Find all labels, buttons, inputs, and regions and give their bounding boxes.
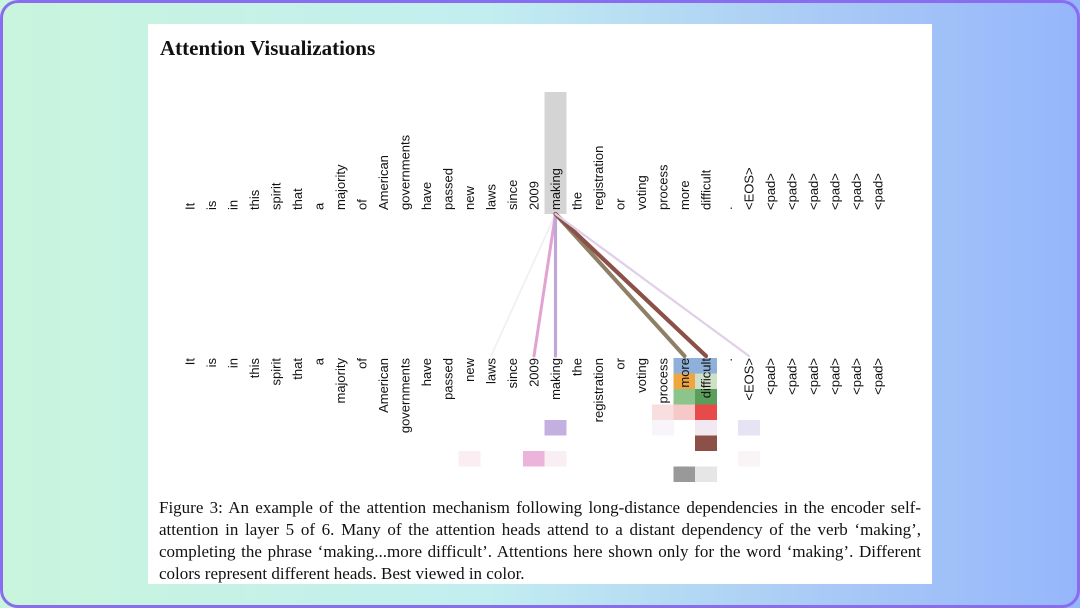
attention-weight-cell bbox=[673, 466, 696, 482]
token-label-top: American bbox=[376, 155, 391, 210]
token-label-bottom: of bbox=[355, 358, 370, 369]
token-label-bottom: process bbox=[656, 358, 671, 404]
attention-weight-cell bbox=[544, 420, 567, 436]
token-label-top: more bbox=[677, 180, 692, 210]
attention-weight-cell bbox=[673, 358, 696, 374]
attention-weight-cell bbox=[652, 420, 674, 436]
token-label-bottom: <pad> bbox=[763, 358, 778, 395]
token-label-top: governments bbox=[398, 134, 413, 210]
attention-weight-cell bbox=[458, 451, 481, 467]
token-label-top: laws bbox=[484, 183, 499, 210]
token-label-top: that bbox=[290, 188, 305, 210]
token-label-top: majority bbox=[333, 164, 348, 210]
token-label-top: difficult bbox=[699, 169, 714, 210]
figure-caption: Figure 3: An example of the attention me… bbox=[159, 498, 921, 583]
token-label-top: It bbox=[183, 202, 198, 210]
token-label-bottom: . bbox=[720, 358, 735, 362]
token-label-bottom: this bbox=[247, 358, 262, 379]
attention-weight-cell bbox=[695, 435, 717, 451]
token-label-bottom: <pad> bbox=[806, 358, 821, 395]
token-label-bottom: <pad> bbox=[828, 358, 843, 395]
token-label-bottom: laws bbox=[484, 358, 499, 385]
token-label-top: <pad> bbox=[763, 173, 778, 210]
token-label-top: . bbox=[720, 206, 735, 210]
attention-weight-cell bbox=[738, 420, 760, 436]
token-label-top: <EOS> bbox=[742, 167, 757, 210]
token-label-bottom: governments bbox=[398, 358, 413, 434]
token-label-top: in bbox=[226, 200, 241, 210]
highlight-bar bbox=[544, 92, 567, 214]
token-label-bottom: making bbox=[548, 358, 563, 400]
token-label-bottom: <pad> bbox=[849, 358, 864, 395]
attention-weight-cell bbox=[695, 373, 717, 389]
token-label-top: passed bbox=[441, 168, 456, 210]
token-label-top: or bbox=[613, 198, 628, 210]
attention-weight-cell bbox=[673, 373, 696, 389]
token-label-top: is bbox=[204, 200, 219, 210]
token-label-top: <pad> bbox=[785, 173, 800, 210]
token-label-bottom: majority bbox=[333, 358, 348, 404]
token-label-bottom: spirit bbox=[269, 358, 284, 386]
token-label-top: of bbox=[355, 199, 370, 210]
token-label-top: making bbox=[548, 168, 563, 210]
token-label-top: new bbox=[462, 186, 477, 210]
token-label-top: since bbox=[505, 180, 520, 210]
token-label-bottom: is bbox=[204, 358, 219, 368]
token-label-top: 2009 bbox=[527, 181, 542, 210]
attention-link bbox=[554, 212, 751, 358]
token-label-bottom: since bbox=[505, 358, 520, 388]
token-label-bottom: more bbox=[677, 358, 692, 388]
attention-weight-cell bbox=[544, 451, 567, 467]
token-label-bottom: registration bbox=[591, 358, 606, 422]
token-label-bottom: the bbox=[570, 358, 585, 376]
token-label-bottom: new bbox=[462, 357, 477, 381]
attention-weight-cell bbox=[673, 404, 696, 420]
attention-weight-cell bbox=[695, 466, 717, 482]
token-label-top: have bbox=[419, 182, 434, 210]
token-label-top: voting bbox=[634, 175, 649, 210]
attention-weight-cell bbox=[673, 389, 696, 405]
token-label-bottom: American bbox=[376, 358, 391, 413]
token-label-bottom: a bbox=[312, 357, 327, 365]
token-label-top: <pad> bbox=[849, 173, 864, 210]
token-label-top: registration bbox=[591, 146, 606, 210]
token-label-bottom: voting bbox=[634, 358, 649, 393]
token-label-top: a bbox=[312, 202, 327, 210]
attention-weight-cell bbox=[695, 404, 717, 420]
token-label-bottom: <pad> bbox=[871, 358, 886, 395]
attention-weight-cell bbox=[695, 358, 717, 374]
token-label-top: <pad> bbox=[828, 173, 843, 210]
attention-weight-cell bbox=[523, 451, 545, 467]
token-label-bottom: It bbox=[183, 358, 198, 366]
attention-link bbox=[553, 211, 709, 359]
token-label-top: <pad> bbox=[806, 173, 821, 210]
token-label-bottom: or bbox=[613, 357, 628, 369]
token-label-bottom: that bbox=[290, 358, 305, 380]
token-label-bottom: <EOS> bbox=[742, 358, 757, 401]
token-label-top: <pad> bbox=[871, 173, 886, 210]
attention-link bbox=[490, 213, 557, 357]
attention-diagram: ItItisisininthisthisspiritspiritthatthat… bbox=[183, 92, 886, 482]
token-label-bottom: passed bbox=[441, 358, 456, 400]
token-label-bottom: in bbox=[226, 358, 241, 368]
attention-link bbox=[553, 211, 687, 359]
token-label-top: spirit bbox=[269, 182, 284, 210]
token-label-top: this bbox=[247, 189, 262, 210]
attention-link bbox=[532, 212, 557, 358]
attention-weight-cell bbox=[695, 420, 717, 436]
figure-title: Attention Visualizations bbox=[160, 36, 376, 60]
token-label-top: process bbox=[656, 164, 671, 210]
token-label-top: the bbox=[570, 192, 585, 210]
attention-weight-cell bbox=[695, 389, 717, 405]
token-label-bottom: 2009 bbox=[527, 358, 542, 387]
attention-weight-cell bbox=[652, 404, 674, 420]
token-label-bottom: have bbox=[419, 358, 434, 386]
attention-weight-cell bbox=[738, 451, 760, 467]
token-label-bottom: difficult bbox=[699, 358, 714, 399]
token-label-bottom: <pad> bbox=[785, 358, 800, 395]
